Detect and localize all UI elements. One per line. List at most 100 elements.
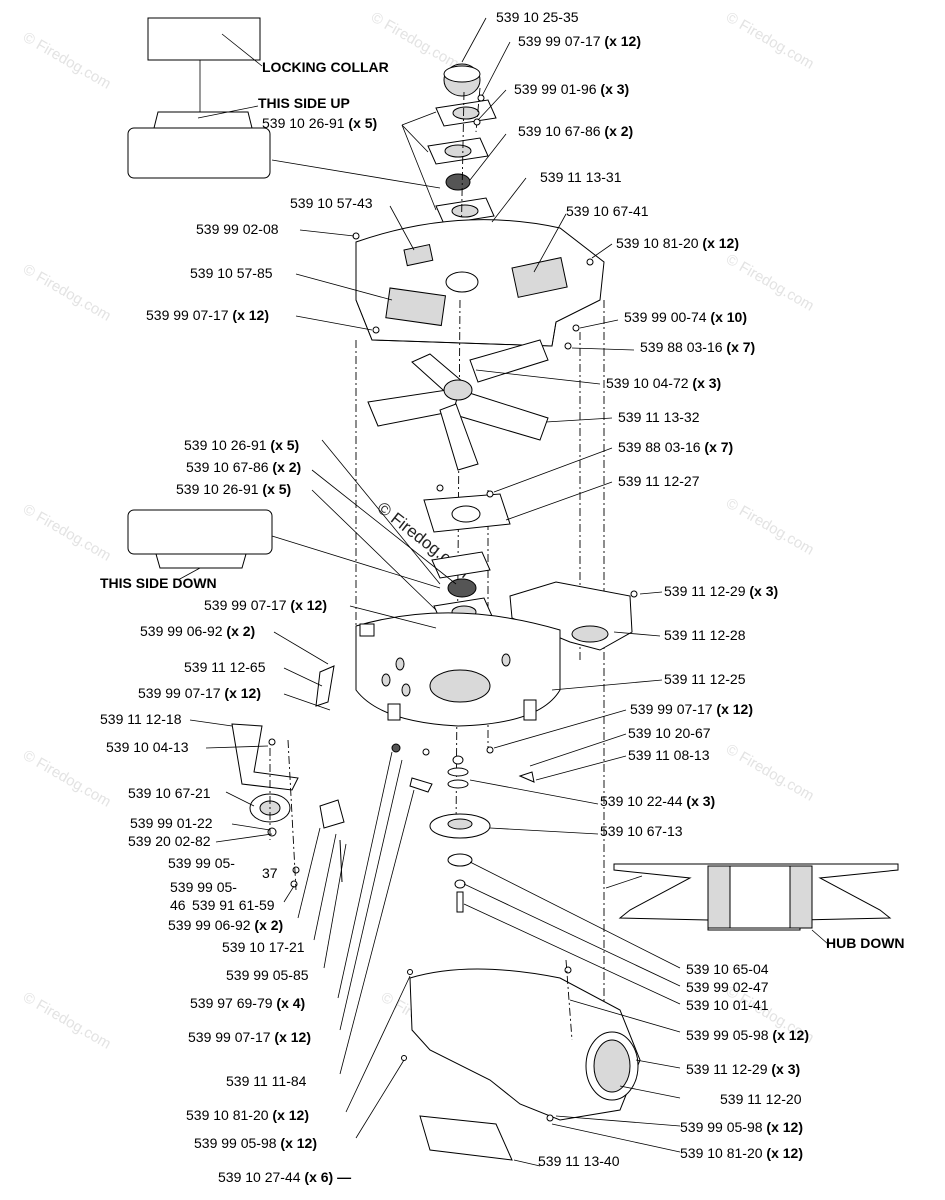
part-label: 539 10 25-35 [496, 9, 579, 25]
warning-decal [511, 257, 568, 298]
flange-plate [431, 551, 491, 579]
center-hole [445, 271, 479, 293]
leader-line [551, 679, 663, 691]
part-label: 539 10 67-13 [600, 823, 683, 839]
leader-line [493, 447, 613, 493]
leader-line [811, 929, 829, 945]
nut [372, 326, 380, 334]
part-label: 539 10 04-72 (x 3) [606, 375, 721, 391]
watermark: © Firedog.com [20, 29, 114, 93]
leader-line [197, 105, 259, 119]
top-bearing-stack [427, 63, 497, 301]
leader-line [221, 33, 263, 67]
part-labels: 539 10 25-35 539 99 07-17 (x 12) 539 99 … [100, 9, 809, 1185]
intake-outlet-bore [593, 1039, 631, 1093]
hub-bore [729, 865, 791, 929]
leader-line [271, 535, 441, 589]
hub-section-left [707, 865, 731, 929]
part-label: 539 11 12-29 (x 3) [664, 583, 778, 599]
housing-slot [381, 673, 391, 687]
bearing-body [127, 127, 271, 179]
bolt-head [268, 738, 276, 746]
leader-line [401, 124, 437, 211]
leader-line [313, 833, 337, 941]
leader-line [545, 417, 613, 423]
hub-hole [451, 505, 481, 523]
leader-line [635, 1059, 681, 1069]
belt-keeper [518, 771, 535, 783]
part-label: 539 99 05-98 (x 12) [686, 1027, 809, 1043]
leader-line [551, 1123, 681, 1153]
part-label: 539 11 12-29 (x 3) [686, 1061, 800, 1077]
leader-line [337, 751, 393, 999]
part-label: 539 99 07-17 (x 12) [630, 701, 753, 717]
leader-line [283, 885, 295, 903]
leader-line [619, 1085, 681, 1099]
watermark: © Firedog.com [20, 501, 114, 565]
bearing [445, 173, 471, 191]
bolt-head [630, 590, 638, 598]
part-label: 46 [170, 897, 186, 913]
intake-housing [401, 959, 641, 1161]
watermark: © Firedog.com [723, 251, 817, 315]
part-label: 539 99 05-98 (x 12) [680, 1119, 803, 1135]
housing-slot [401, 683, 411, 697]
flange-hole [452, 106, 480, 120]
idler-arm [315, 665, 335, 707]
this-side-up-label: THIS SIDE UP [258, 95, 350, 111]
leader-line [493, 709, 627, 749]
leader-line [311, 469, 457, 585]
drive-pulley-stack [391, 743, 535, 913]
cover-edge [355, 299, 557, 347]
bolt-axis [287, 739, 297, 891]
leader-line [535, 755, 627, 781]
leader-line [461, 17, 487, 63]
leader-line [225, 791, 255, 807]
part-label: 539 11 12-25 [664, 671, 746, 687]
part-label: 539 10 26-91 (x 5) [184, 437, 299, 453]
leader-line [463, 903, 681, 1005]
part-label: 539 99 01-22 [130, 815, 213, 831]
part-label: 539 11 12-18 [100, 711, 182, 727]
idler-bracket [231, 723, 299, 791]
part-label: 539 10 57-85 [190, 265, 273, 281]
part-label: 539 10 27-44 (x 6) — [218, 1169, 351, 1185]
belt-guide [409, 777, 433, 793]
leader-line [231, 823, 271, 831]
part-label: 539 10 26-91 (x 5) [176, 481, 291, 497]
part-label: 539 11 13-32 [618, 409, 700, 425]
washer [452, 755, 464, 765]
part-label: 539 10 26-91 (x 5) [262, 115, 377, 131]
nut [391, 743, 401, 753]
drive-pulley-hub [447, 818, 473, 830]
washer [454, 879, 466, 889]
part-label: 539 20 02-82 [128, 833, 211, 849]
part-label: 539 10 04-13 [106, 739, 189, 755]
part-label: 539 10 65-04 [686, 961, 769, 977]
housing-tab [359, 623, 375, 637]
fan-impeller [367, 339, 549, 471]
part-label: 539 99 06-92 (x 2) [168, 917, 283, 933]
leader-line [323, 843, 347, 969]
leader-line [555, 1115, 681, 1127]
part-label: 539 10 81-20 (x 12) [186, 1107, 309, 1123]
part-label: 539 99 07-17 (x 12) [204, 597, 327, 613]
fan-housing-cover [352, 219, 605, 350]
hub-plate [423, 484, 511, 533]
leader-line [491, 177, 527, 223]
bolt [456, 891, 464, 913]
part-label: 539 99 00-74 (x 10) [624, 309, 747, 325]
part-label: 539 10 67-86 (x 2) [186, 459, 301, 475]
watermark: © Firedog.com [20, 989, 114, 1053]
leader-line [401, 124, 429, 153]
washer [447, 767, 469, 777]
part-label: 539 99 05- [170, 879, 237, 895]
washer [447, 779, 469, 789]
washer [292, 866, 300, 874]
warning-decal [385, 287, 447, 327]
leader-line [489, 827, 599, 835]
part-label: 539 11 08-13 [628, 747, 710, 763]
bearing-flange [153, 111, 253, 129]
part-label: 539 10 57-43 [290, 195, 373, 211]
chute-outlet [571, 625, 609, 643]
